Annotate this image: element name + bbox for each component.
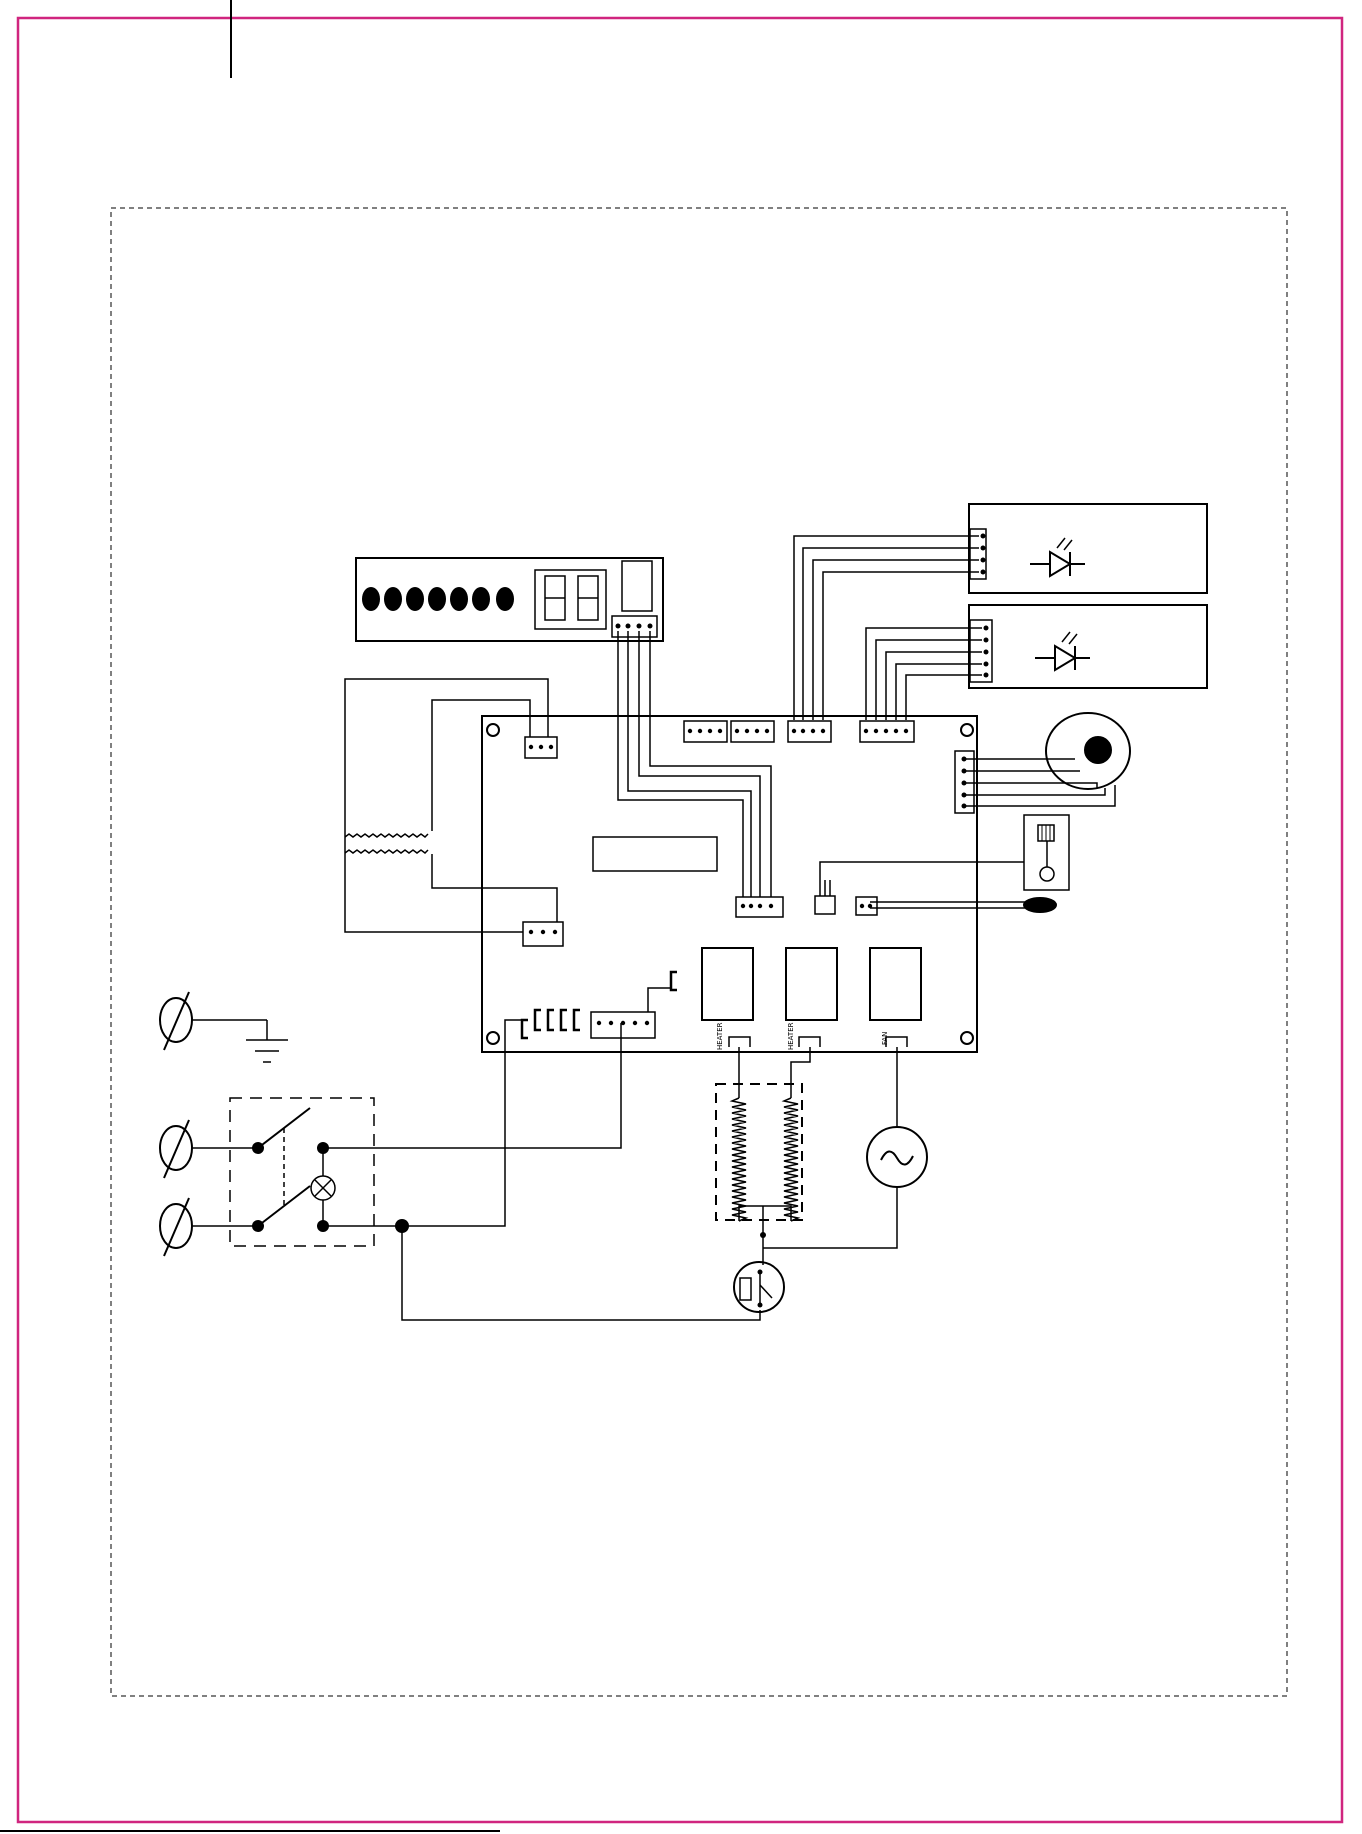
motor [955,713,1130,813]
probe-connector [856,897,877,915]
led-diode-icon [1035,632,1090,670]
ground-icon [246,1040,288,1062]
page-border [18,18,1342,1822]
relay-fan [870,948,921,1020]
heater-1-label: HEATER [716,1022,724,1050]
relay-heater-1 [702,948,753,1020]
fan-label: FAN [881,1032,889,1045]
led-board-2-wires [866,628,982,720]
live-terminal [160,1120,258,1178]
led-diode-icon [1030,538,1085,576]
relay-heater-2 [786,948,837,1020]
neutral-terminal [160,1198,258,1256]
thermostat-icon [402,1206,784,1320]
sensor-connector [815,896,835,914]
diagram-frame [111,208,1287,1696]
board-label-area [593,837,717,871]
indicator-lamp-icon [311,1176,335,1200]
indicator-dots [362,587,514,611]
led-board-2 [969,605,1207,688]
earth-terminal [160,992,288,1062]
spade-terminals [522,972,677,1038]
led-board-1 [969,504,1207,593]
display-board [356,558,663,641]
mains-terminals [160,992,288,1256]
display-ribbon-wires [618,631,771,897]
heater-elements [716,1047,810,1221]
temperature-probe [870,898,1056,912]
heater-2-label: HEATER [787,1022,795,1050]
sensor-module [820,815,1069,890]
power-switch [230,1098,374,1246]
